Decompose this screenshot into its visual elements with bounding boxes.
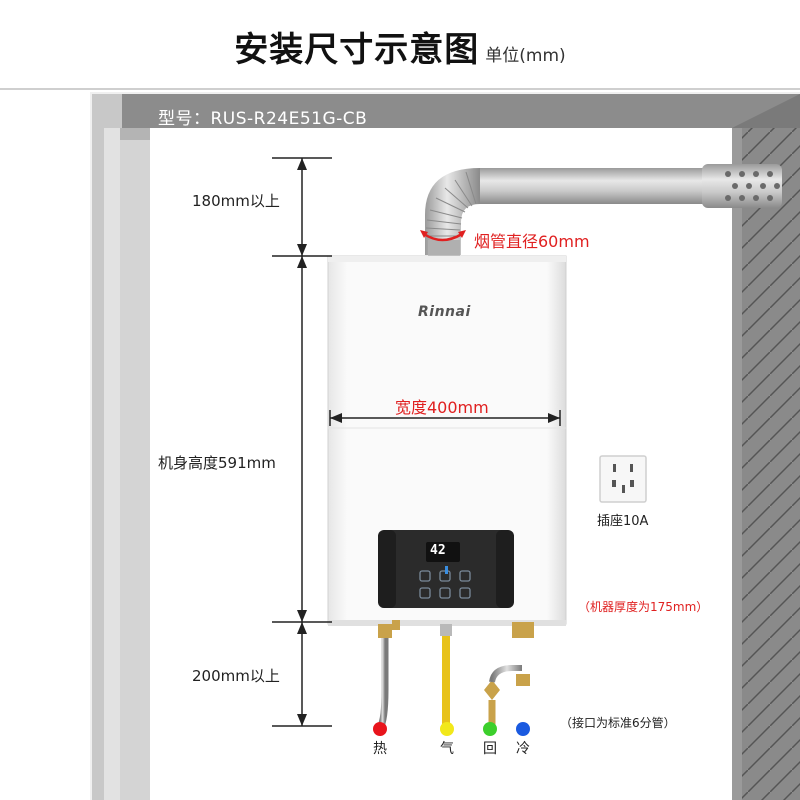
brand-logo: Rinnai bbox=[418, 304, 471, 320]
power-socket bbox=[599, 455, 647, 503]
pipe-label-1: 气 bbox=[440, 741, 454, 757]
pipe-dot-1 bbox=[440, 722, 454, 736]
left-wall-inner bbox=[120, 128, 150, 800]
ceiling-beam bbox=[92, 94, 800, 128]
unit-label: 单位(mm) bbox=[485, 46, 566, 66]
width-label: 宽度400mm bbox=[395, 398, 489, 417]
pipe-label-3: 冷 bbox=[516, 741, 530, 757]
header-divider bbox=[0, 88, 800, 90]
flue-terminal-holes bbox=[725, 171, 780, 201]
flue-elbow bbox=[425, 168, 480, 255]
pipe-label-0: 热 bbox=[373, 741, 387, 757]
pipe-dot-3 bbox=[516, 722, 530, 736]
page-title: 安装尺寸示意图 bbox=[234, 30, 480, 70]
socket-label: 插座10A bbox=[597, 514, 649, 529]
bottom-clearance-label: 200mm以上 bbox=[192, 667, 280, 685]
body-height-label: 机身高度591mm bbox=[158, 454, 276, 472]
pipe-dot-2 bbox=[483, 722, 497, 736]
page-title-bar: 安装尺寸示意图单位(mm) bbox=[0, 22, 800, 72]
flue-terminal bbox=[702, 164, 782, 208]
connection-note: （接口为标准6分管） bbox=[560, 716, 676, 730]
thickness-label: （机器厚度为175mm） bbox=[578, 600, 709, 614]
pipe-label-2: 回 bbox=[483, 741, 497, 757]
display-readout: 42 bbox=[430, 543, 446, 558]
right-wall-hatched bbox=[732, 128, 800, 800]
flue-diameter-marker bbox=[423, 232, 463, 242]
model-label: 型号：RUS-R24E51G-CB bbox=[158, 109, 368, 129]
pipe-dot-0 bbox=[373, 722, 387, 736]
flue-diameter-label: 烟管直径60mm bbox=[474, 232, 590, 251]
top-clearance-label: 180mm以上 bbox=[192, 192, 280, 210]
pipe-color-dots bbox=[373, 722, 530, 736]
pipe-fittings bbox=[376, 620, 534, 730]
